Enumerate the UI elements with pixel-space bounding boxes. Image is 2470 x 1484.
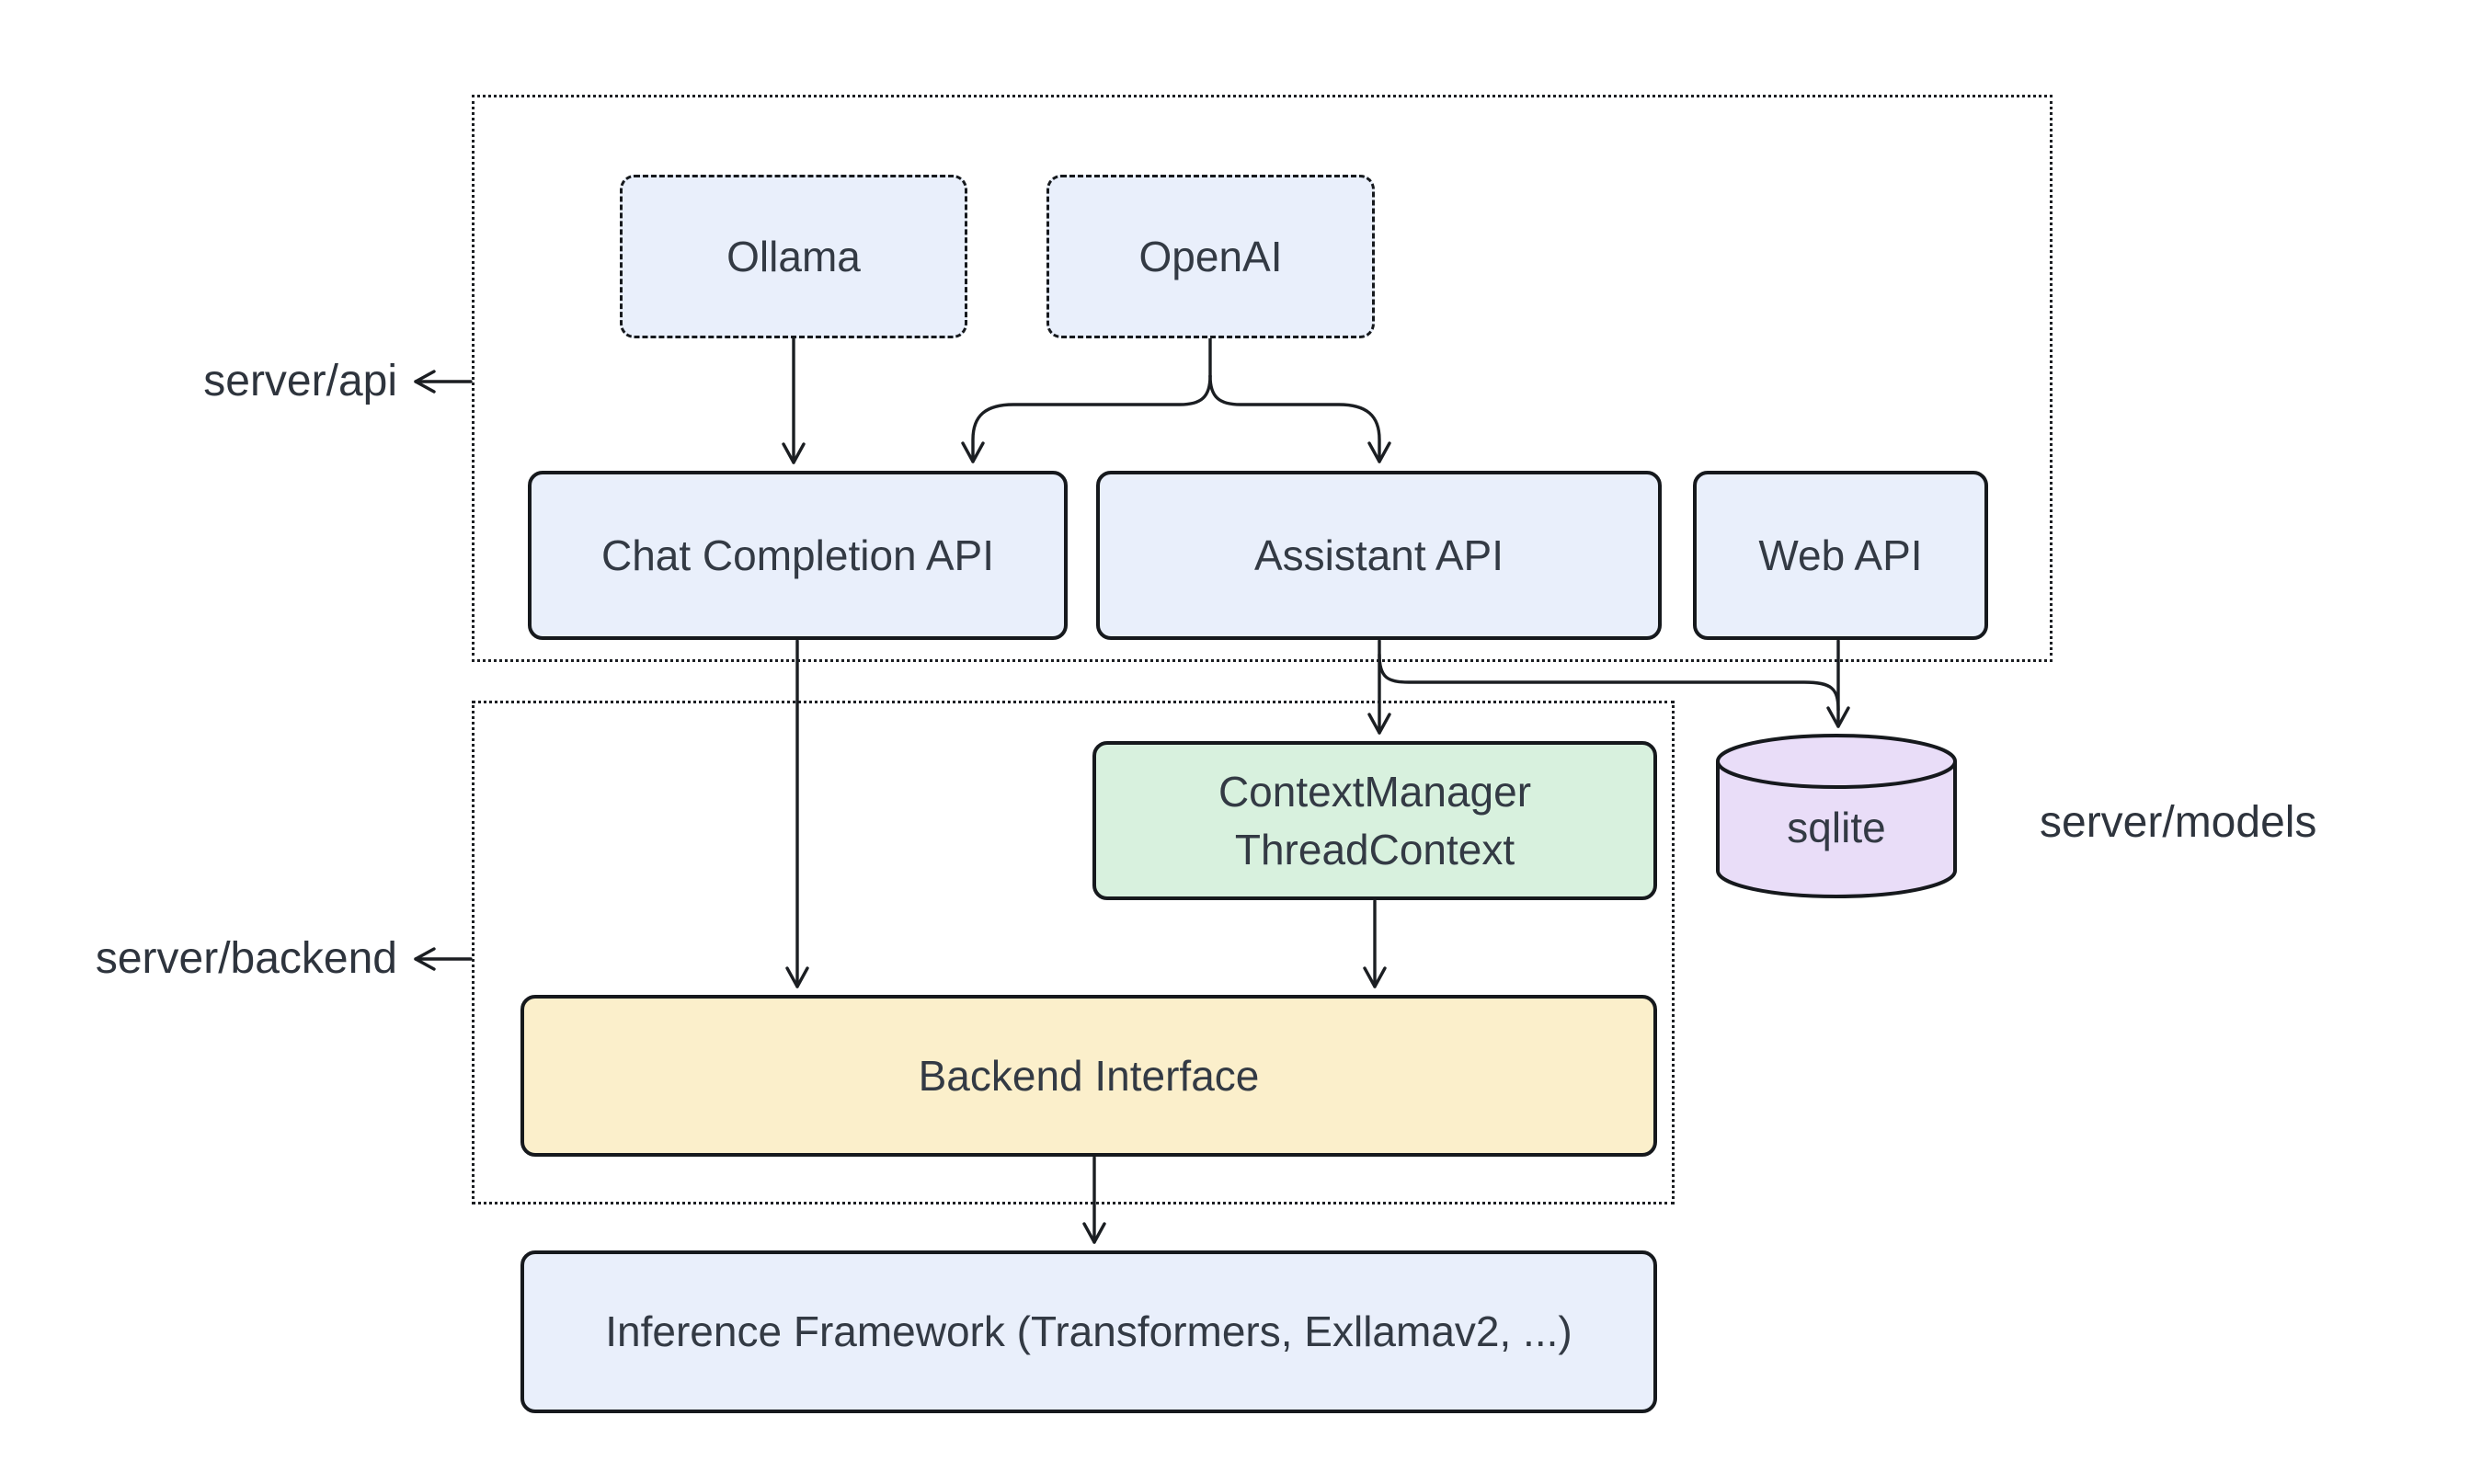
sqlite-cylinder-body (1716, 761, 1957, 898)
edge-openai-to-chat-completion (961, 374, 1212, 463)
node-chat-completion-api-label: Chat Completion API (600, 531, 994, 579)
sqlite-label: sqlite (1787, 804, 1885, 851)
edge-openai-to-assistant (1208, 374, 1391, 463)
label-server-api: server/api (203, 357, 397, 405)
group-server-api (472, 95, 2053, 662)
node-ollama-label: Ollama (726, 232, 861, 280)
node-context-manager: ContextManager ThreadContext (1092, 741, 1657, 900)
node-sqlite: sqlite (1716, 734, 1957, 898)
node-context-manager-line1: ContextManager (1218, 768, 1532, 816)
node-context-manager-line2: ThreadContext (1234, 825, 1515, 873)
node-assistant-api: Assistant API (1096, 471, 1662, 640)
node-backend-interface: Backend Interface (520, 995, 1657, 1157)
sqlite-cylinder-top (1716, 734, 1957, 789)
node-inference-framework: Inference Framework (Transformers, Exlla… (520, 1250, 1657, 1413)
node-inference-framework-label: Inference Framework (Transformers, Exlla… (605, 1307, 1572, 1356)
node-ollama: Ollama (620, 175, 967, 338)
node-chat-completion-api: Chat Completion API (528, 471, 1068, 640)
group-server-backend (472, 701, 1675, 1204)
node-openai: OpenAI (1046, 175, 1375, 338)
label-server-backend: server/backend (95, 934, 397, 983)
node-web-api: Web API (1693, 471, 1988, 640)
edge-assistant-to-sqlite-branch (1378, 653, 1840, 712)
node-backend-interface-label: Backend Interface (918, 1051, 1260, 1100)
node-openai-label: OpenAI (1138, 232, 1283, 280)
node-web-api-label: Web API (1758, 531, 1923, 579)
label-server-models: server/models (2040, 798, 2317, 847)
node-assistant-api-label: Assistant API (1253, 531, 1504, 579)
